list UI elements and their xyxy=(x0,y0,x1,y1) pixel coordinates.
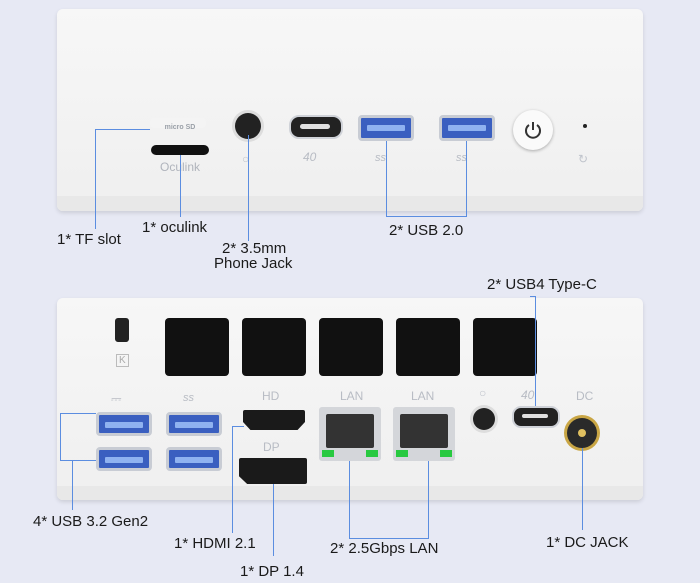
usb4-callout-tick xyxy=(530,296,536,297)
rear-usb4-speed-text: 40 xyxy=(521,388,535,402)
lan-callout-v2 xyxy=(428,461,429,539)
front-usb-a-1 xyxy=(358,115,414,141)
hdmi-callout-h xyxy=(232,426,244,427)
usb20-callout-v2 xyxy=(466,141,467,217)
front-usb-ss-text-1: ss xyxy=(375,152,386,164)
lan-callout-v1 xyxy=(349,461,350,539)
phone-jack-label-2: Phone Jack xyxy=(214,255,293,272)
usb20-callout-v1 xyxy=(386,141,387,217)
dc-callout xyxy=(582,448,583,530)
micro-sd-text: micro SD xyxy=(164,124,196,131)
oculink-callout xyxy=(180,155,181,217)
lan-label: 2* 2.5Gbps LAN xyxy=(330,540,439,557)
usb20-callout-h xyxy=(386,216,467,217)
usb32-callout-v xyxy=(60,413,61,461)
kensington-icon-text: K xyxy=(116,354,129,367)
hdmi-port xyxy=(243,410,305,430)
rear-headphone-icon: ○ xyxy=(479,386,487,400)
rear-usb-a-3 xyxy=(96,447,152,471)
oculink-label: 1* oculink xyxy=(142,219,208,236)
rear-phone-jack xyxy=(473,408,495,430)
kensington-slot xyxy=(115,318,129,342)
usb4-typec-label: 2* USB4 Type-C xyxy=(487,276,597,293)
vent-4 xyxy=(396,318,460,376)
dp-port xyxy=(239,458,307,484)
dp-label: 1* DP 1.4 xyxy=(240,563,304,580)
hd-text: HD xyxy=(262,389,280,403)
tf-slot xyxy=(150,118,206,128)
hdmi-label: 1* HDMI 2.1 xyxy=(174,535,256,552)
phone-jack-label-1: 2* 3.5mm xyxy=(222,240,287,257)
rear-usb-a-4 xyxy=(166,447,222,471)
front-panel-edge xyxy=(57,196,643,211)
usb32-callout-h1 xyxy=(60,413,96,414)
rear-usb4-inner xyxy=(522,414,548,418)
usb20-label: 2* USB 2.0 xyxy=(389,222,464,239)
tf-callout-h xyxy=(95,129,150,130)
lan-port-2-led-left xyxy=(396,450,408,457)
reset-icon: ↻ xyxy=(578,152,589,166)
dc-jack-label: 1* DC JACK xyxy=(546,534,629,551)
vent-3 xyxy=(319,318,383,376)
dc-text: DC xyxy=(576,389,594,403)
hdmi-callout-v xyxy=(232,426,233,533)
usb32-label: 4* USB 3.2 Gen2 xyxy=(33,513,149,530)
vent-5 xyxy=(473,318,537,376)
lan-port-1-led-right xyxy=(366,450,378,457)
lan-port-2-led-right xyxy=(440,450,452,457)
front-usb-a-2 xyxy=(439,115,495,141)
front-usb-ss-text-2: ss xyxy=(456,152,467,164)
phone-jack xyxy=(235,113,261,139)
front-usb4-speed-text: 40 xyxy=(303,150,317,164)
usb32-callout-h2 xyxy=(60,460,96,461)
lan-port-1-led-left xyxy=(322,450,334,457)
dc-jack-pin xyxy=(578,429,586,437)
headphone-icon: ○ xyxy=(242,152,250,166)
usb-icon-1: ⎓ xyxy=(110,391,121,406)
lan-port-1-jack xyxy=(326,414,374,448)
dp-callout xyxy=(273,484,274,556)
usb32-callout-down xyxy=(72,460,73,510)
usb4-callout-v xyxy=(535,296,536,406)
lan-port-2-jack xyxy=(400,414,448,448)
lan-callout-h xyxy=(349,538,429,539)
vent-1 xyxy=(165,318,229,376)
rear-usb-a-1 xyxy=(96,412,152,436)
oculink-port-text: Oculink xyxy=(151,160,209,174)
rear-panel-edge xyxy=(57,486,643,500)
dp-text: DP xyxy=(263,440,280,454)
jack-callout xyxy=(248,135,249,241)
power-icon xyxy=(525,122,541,139)
rear-ss-text: ss xyxy=(183,392,194,404)
oculink-port xyxy=(151,145,209,155)
lan-text-1: LAN xyxy=(340,389,364,403)
tf-slot-label: 1* TF slot xyxy=(57,231,121,248)
front-panel xyxy=(57,9,643,211)
status-led xyxy=(583,124,587,128)
lan-text-2: LAN xyxy=(411,389,435,403)
vent-2 xyxy=(242,318,306,376)
rear-usb-a-2 xyxy=(166,412,222,436)
tf-callout-v xyxy=(95,129,96,229)
front-usb4-inner xyxy=(300,124,330,129)
